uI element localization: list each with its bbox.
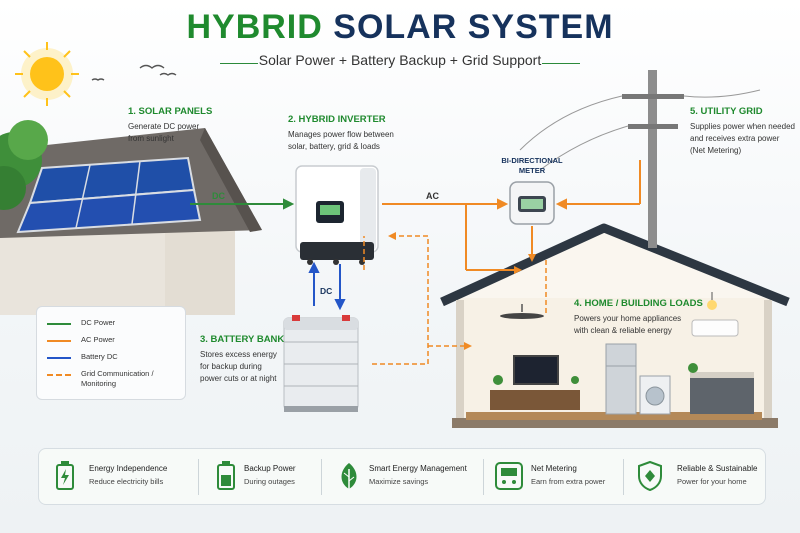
home-desc-2: with clean & reliable energy — [574, 326, 672, 335]
feature-sub: Power for your home — [677, 477, 747, 486]
legend-ac-swatch — [47, 340, 71, 342]
feature-sub: During outages — [244, 477, 295, 486]
dc-label-solar: DC — [212, 191, 225, 201]
meter-heading: BI-DIRECTIONAL METER — [496, 156, 568, 176]
sun-icon — [15, 42, 79, 106]
legend-ac-label: AC Power — [81, 335, 115, 344]
birds-icon — [91, 64, 177, 81]
feature-title: Energy Independence — [89, 464, 168, 473]
feature-divider — [623, 459, 624, 495]
grid-desc-2: and receives extra power — [690, 134, 780, 143]
feature-smart-energy: Smart Energy Management Maximize savings — [329, 449, 489, 504]
shield-icon — [638, 460, 662, 492]
legend-comm-label: Grid Communication / Monitoring — [81, 369, 181, 389]
meter-heading-1: BI-DIRECTIONAL — [501, 156, 563, 165]
feature-title: Reliable & Sustainable — [677, 464, 758, 473]
home-graphic — [440, 223, 790, 428]
page-title: HYBRID SOLAR SYSTEM — [0, 8, 800, 47]
battery-desc-1: Stores excess energy — [200, 350, 277, 359]
legend-battery-label: Battery DC — [81, 352, 118, 361]
feature-title: Backup Power — [244, 464, 296, 473]
legend-comm-label-1: Grid Communication / — [81, 369, 154, 378]
feature-reliable: Reliable & Sustainable Power for your ho… — [631, 449, 763, 504]
legend-dc-swatch — [47, 323, 71, 325]
features-bar: Energy Independence Reduce electricity b… — [38, 448, 766, 505]
legend-box: DC Power AC Power Battery DC Grid Commun… — [36, 306, 186, 400]
title-main: SOLAR SYSTEM — [333, 8, 614, 46]
feature-net-metering: Net Metering Earn from extra power — [491, 449, 631, 504]
inverter-heading: 2. HYBRID INVERTER — [288, 114, 386, 125]
grid-desc-3: (Net Metering) — [690, 146, 742, 155]
battery-desc-2: for backup during — [200, 362, 262, 371]
subtitle-rule-right — [542, 63, 580, 64]
grid-desc-1: Supplies power when needed — [690, 122, 795, 131]
solar-desc-2: from sunlight — [128, 134, 174, 143]
meter-graphic — [509, 181, 555, 225]
title-highlight: HYBRID — [186, 8, 323, 46]
feature-divider — [483, 459, 484, 495]
feature-sub: Earn from extra power — [531, 477, 606, 486]
subtitle-rule-left — [220, 63, 258, 64]
battery-charging-icon — [56, 461, 74, 490]
comm-flow-arrows — [363, 232, 547, 365]
inverter-desc-1: Manages power flow between — [288, 130, 394, 139]
battery-heading: 3. BATTERY BANK — [200, 334, 285, 345]
leaf-icon — [341, 463, 357, 489]
battery-bank-graphic — [283, 315, 359, 412]
ac-flow-arrows — [382, 160, 641, 274]
home-desc-1: Powers your home appliances — [574, 314, 682, 323]
feature-title: Smart Energy Management — [369, 464, 467, 473]
meter-icon — [495, 462, 523, 490]
legend-comm-swatch — [47, 374, 71, 376]
solar-heading: 1. SOLAR PANELS — [128, 106, 213, 117]
solar-panels-graphic — [16, 156, 202, 234]
dc-flow-arrow — [190, 198, 295, 210]
inverter-desc-2: solar, battery, grid & loads — [288, 142, 380, 151]
legend-battery-swatch — [47, 357, 71, 359]
legend-comm-label-2: Monitoring — [81, 379, 117, 388]
feature-sub: Reduce electricity bills — [89, 477, 164, 486]
ac-label: AC — [426, 191, 439, 201]
page-subtitle: Solar Power + Battery Backup + Grid Supp… — [258, 52, 542, 68]
utility-pole-graphic — [519, 70, 761, 248]
home-heading: 4. HOME / BUILDING LOADS — [574, 298, 703, 309]
feature-title: Net Metering — [531, 464, 577, 473]
feature-backup-power: Backup Power During outages — [204, 449, 324, 504]
battery-backup-icon — [217, 461, 235, 490]
feature-divider — [321, 459, 322, 495]
feature-divider — [198, 459, 199, 495]
feature-energy-independence: Energy Independence Reduce electricity b… — [39, 449, 189, 504]
grid-heading: 5. UTILITY GRID — [690, 106, 763, 117]
battery-dc-arrows — [308, 261, 346, 311]
inverter-graphic — [295, 165, 379, 265]
dc-label-battery: DC — [320, 286, 333, 296]
solar-desc-1: Generate DC power — [128, 122, 200, 131]
battery-desc-3: power cuts or at night — [200, 374, 277, 383]
legend-dc-label: DC Power — [81, 318, 116, 327]
feature-sub: Maximize savings — [369, 477, 429, 486]
meter-heading-2: METER — [518, 166, 546, 175]
